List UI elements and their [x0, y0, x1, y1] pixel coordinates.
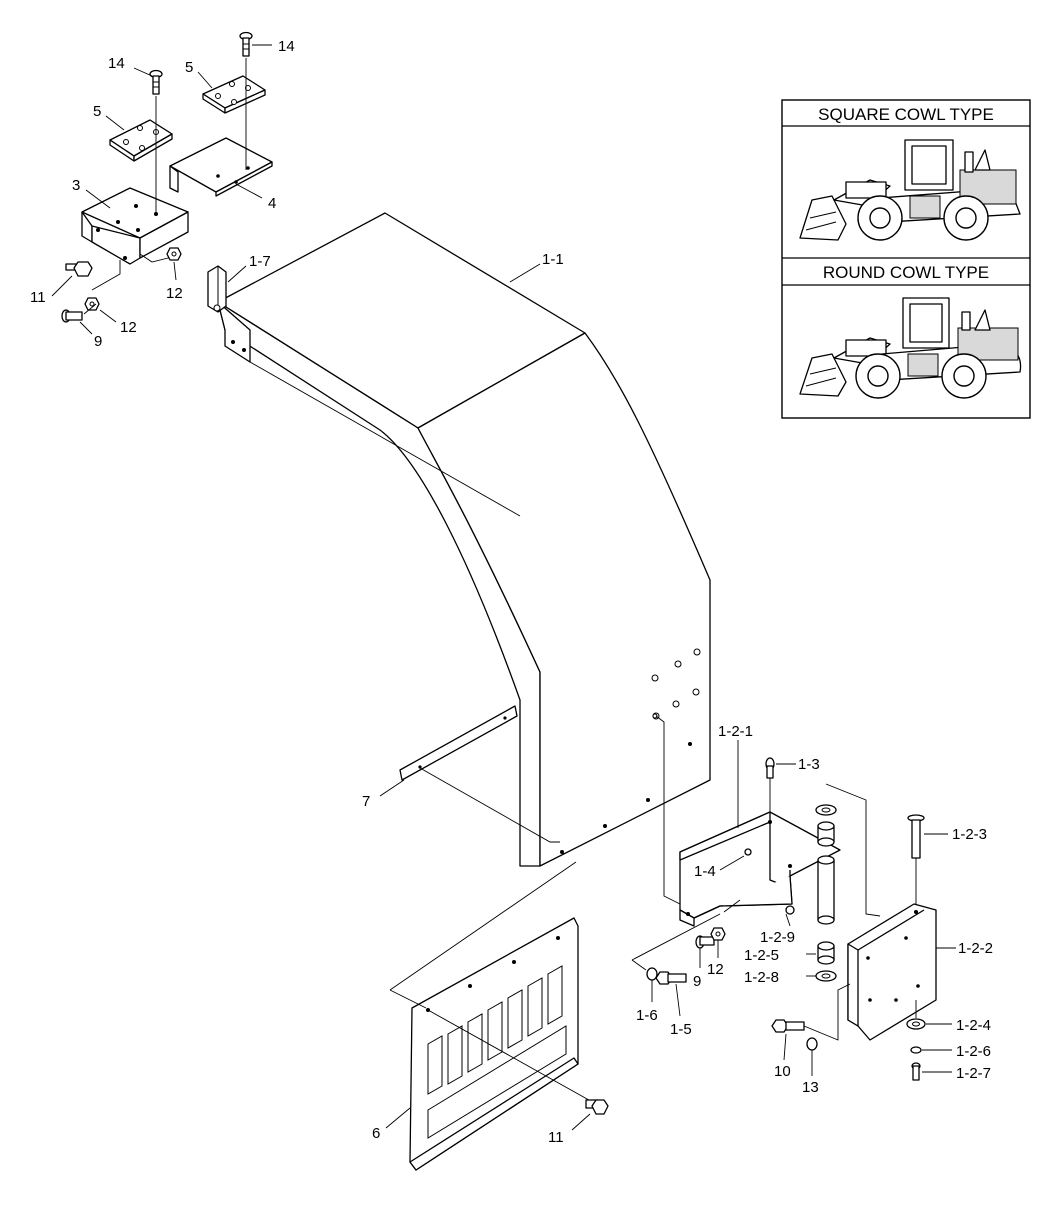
label-14-left: 14	[108, 55, 125, 72]
label-11-lower: 11	[548, 1129, 564, 1146]
flap-vent-slots	[427, 965, 567, 1139]
bolt-1-5	[655, 971, 687, 985]
label-9-top: 9	[94, 333, 102, 350]
label-1-2-7: 1-2-7	[956, 1065, 991, 1082]
plate-5-right	[202, 75, 266, 114]
screw-14-left	[149, 69, 163, 95]
label-5-right: 5	[185, 59, 193, 76]
bolt-11-top	[65, 261, 93, 277]
washer-upper	[815, 804, 837, 816]
label-10: 10	[774, 1063, 791, 1080]
bolt-11-lower	[585, 1099, 609, 1115]
label-1-2-1: 1-2-1	[718, 723, 753, 740]
washer-1-2-6	[910, 1046, 922, 1054]
label-leader-lines	[51, 44, 956, 1131]
label-1-2-3: 1-2-3	[952, 826, 987, 843]
label-1-2-8: 1-2-8	[744, 969, 779, 986]
strip-7	[399, 705, 518, 781]
label-1-2-5: 1-2-5	[744, 947, 779, 964]
label-12-upper: 12	[166, 285, 183, 302]
bolt-1-3	[765, 757, 775, 779]
nut-12-middle	[710, 927, 726, 941]
label-1-6: 1-6	[636, 1007, 658, 1024]
bolt-9-lower	[695, 935, 715, 949]
pivot-tube	[817, 855, 835, 925]
label-5-left: 5	[93, 103, 101, 120]
round-cowl-title: ROUND COWL TYPE	[823, 263, 989, 282]
label-9-lower: 9	[693, 973, 701, 990]
pin-1-2-3	[907, 814, 925, 859]
plate-5-left	[109, 119, 173, 162]
square-cowl-title: SQUARE COWL TYPE	[818, 105, 994, 124]
label-13: 13	[802, 1079, 819, 1096]
label-1-7: 1-7	[249, 253, 271, 270]
nut-12-lower	[84, 297, 100, 311]
mud-flap-6	[409, 917, 579, 1171]
label-1-1: 1-1	[542, 251, 564, 268]
bolt-1-2-7	[911, 1062, 921, 1081]
label-1-4: 1-4	[694, 863, 716, 880]
cowl-type-inset: SQUARE COWL TYPE ROUND COWL TYPE	[781, 99, 1031, 419]
fender-1-1	[217, 212, 711, 867]
label-4: 4	[268, 195, 276, 212]
label-11-top: 11	[30, 289, 46, 306]
label-12-middle: 12	[707, 961, 724, 978]
screw-14-right	[239, 31, 253, 57]
fitting-1-2-9	[785, 905, 795, 915]
round-cowl-loader-illustration	[799, 297, 1022, 399]
bolt-10	[771, 1019, 805, 1033]
plate-4	[169, 137, 273, 197]
square-cowl-loader-illustration	[799, 139, 1021, 241]
bracket-1-7	[207, 265, 227, 313]
label-1-2-6: 1-2-6	[956, 1043, 991, 1060]
bushing-1-2-5	[817, 941, 835, 965]
label-14-right: 14	[278, 38, 295, 55]
label-1-2-4: 1-2-4	[956, 1017, 991, 1034]
nut-12-upper	[166, 247, 182, 261]
label-3: 3	[72, 177, 80, 194]
bracket-3	[81, 187, 189, 265]
bracket-1-2-1	[679, 811, 841, 927]
label-12-lower: 12	[120, 319, 137, 336]
label-1-5: 1-5	[670, 1021, 692, 1038]
label-1-2-2: 1-2-2	[958, 940, 993, 957]
bushing-upper	[817, 821, 835, 847]
label-7: 7	[362, 793, 370, 810]
label-6: 6	[372, 1125, 380, 1142]
label-1-3: 1-3	[798, 756, 820, 773]
part-number-labels: 14 14 5 5 3 4 11 12 12 9 1-7 1-1 7 1-2-1…	[30, 38, 993, 1146]
washer-13	[806, 1037, 818, 1051]
bolt-9-top	[61, 309, 83, 323]
washer-1-2-8	[815, 970, 837, 982]
label-1-2-9: 1-2-9	[760, 929, 795, 946]
washer-1-2-4	[906, 1018, 926, 1030]
fitting-1-4	[744, 848, 752, 856]
plate-1-2-2	[847, 903, 937, 1041]
